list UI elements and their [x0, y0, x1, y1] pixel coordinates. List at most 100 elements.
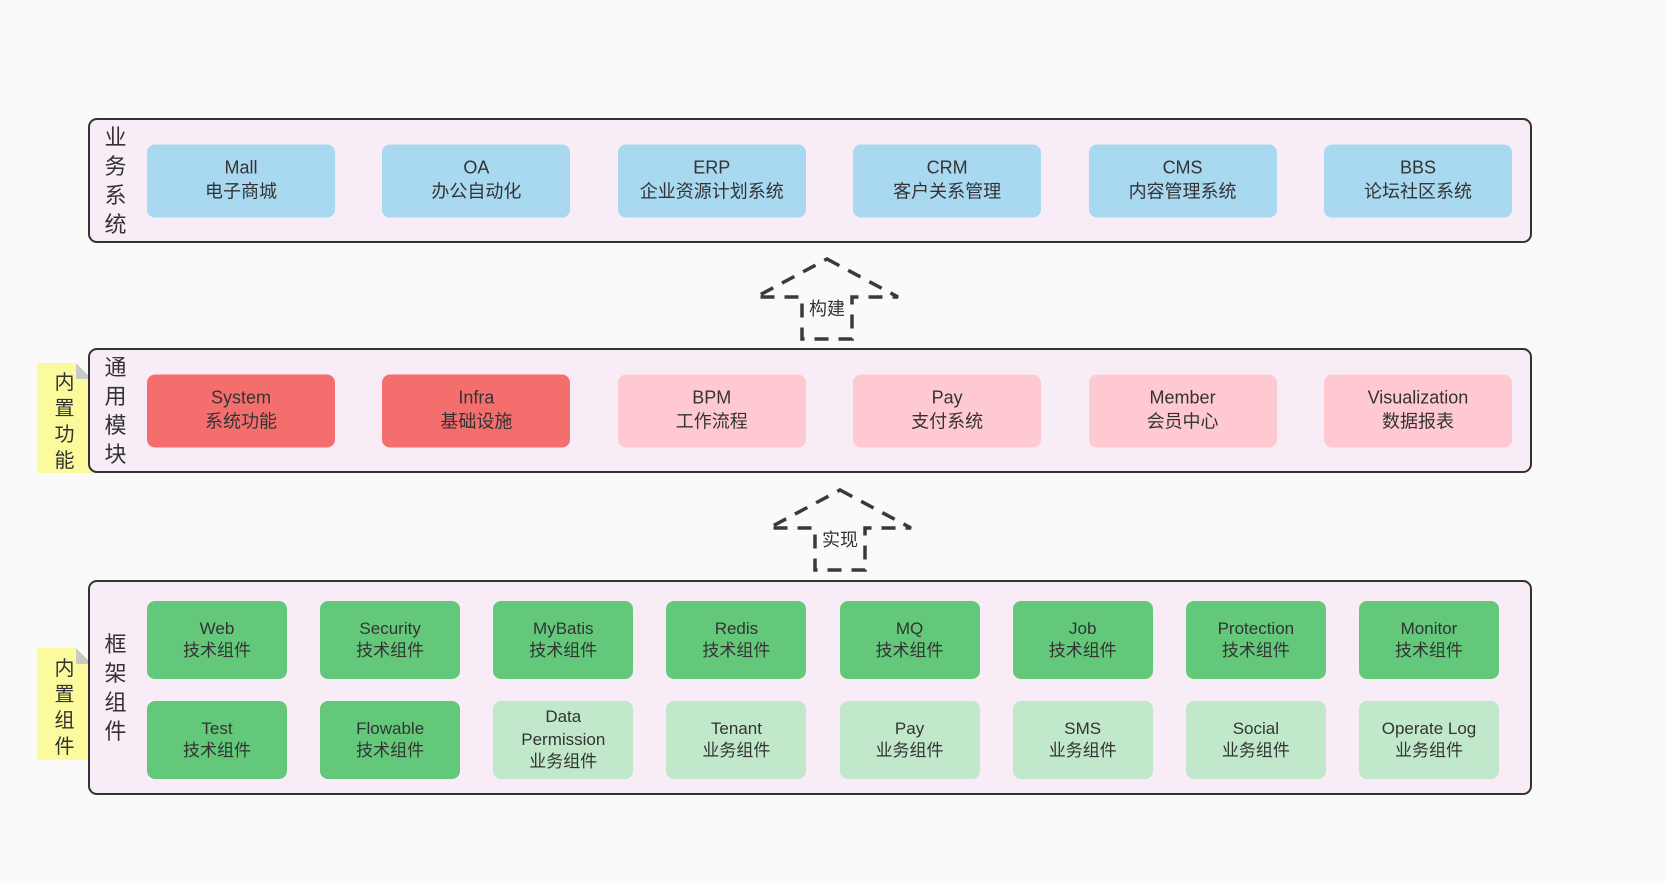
- box-system: System 系统功能: [147, 374, 335, 447]
- dashed-up-arrow-icon: [755, 257, 899, 341]
- box-subtitle: 论坛社区系统: [1363, 181, 1472, 202]
- components-row-2: Test 技术组件 Flowable 技术组件 Data Permission …: [147, 701, 1499, 779]
- box-title: System: [210, 387, 271, 408]
- band-business-label: 业务系统: [104, 124, 127, 237]
- box-test: Test 技术组件: [147, 701, 287, 779]
- box-operate-log: Operate Log 业务组件: [1358, 701, 1499, 779]
- box-title: Social: [1232, 718, 1279, 738]
- arrow-implement-label: 实现: [819, 525, 861, 553]
- box-security: Security 技术组件: [320, 601, 461, 679]
- box-subtitle: 电子商城: [205, 181, 277, 202]
- box-subtitle: 客户关系管理: [893, 181, 1002, 202]
- box-member: Member 会员中心: [1088, 374, 1277, 447]
- box-crm: CRM 客户关系管理: [853, 144, 1042, 217]
- band-framework-components: 框架组件 Web 技术组件 Security 技术组件 MyBatis 技术组件…: [88, 580, 1532, 795]
- sticky-note-label: 内置组件: [54, 658, 75, 758]
- box-title: ERP: [693, 157, 731, 178]
- box-mq: MQ 技术组件: [839, 601, 980, 679]
- box-title: CMS: [1162, 157, 1203, 178]
- band-common-modules: 通用模块 System 系统功能 Infra 基础设施 BPM 工作流程 Pay…: [88, 348, 1532, 473]
- box-title: Test: [201, 718, 233, 738]
- box-subtitle: 业务组件: [1221, 741, 1290, 760]
- box-flowable: Flowable 技术组件: [320, 701, 461, 779]
- box-subtitle: 基础设施: [440, 411, 513, 432]
- box-subtitle: 会员中心: [1146, 411, 1219, 432]
- box-title: Monitor: [1400, 618, 1458, 638]
- box-subtitle: 技术组件: [1221, 641, 1290, 660]
- box-subtitle: 业务组件: [529, 752, 598, 772]
- box-title: Infra: [458, 387, 495, 408]
- box-title: Member: [1149, 387, 1216, 408]
- box-title: Visualization: [1367, 387, 1469, 408]
- box-title: Flowable: [356, 718, 425, 738]
- box-title: SMS: [1064, 718, 1102, 738]
- box-title: MyBatis: [533, 618, 594, 638]
- box-subtitle: 技术组件: [702, 641, 771, 660]
- box-subtitle: 技术组件: [1394, 641, 1463, 660]
- band-modules-label: 通用模块: [104, 354, 127, 467]
- arrow-build-label: 构建: [806, 294, 848, 322]
- box-redis: Redis 技术组件: [666, 601, 807, 679]
- box-title: Pay: [931, 387, 963, 408]
- box-subtitle: 技术组件: [529, 641, 598, 660]
- box-visualization: Visualization 数据报表: [1323, 374, 1512, 447]
- box-subtitle: 业务组件: [702, 741, 771, 760]
- box-subtitle: 技术组件: [356, 741, 425, 760]
- box-sms: SMS 业务组件: [1012, 701, 1153, 779]
- band-components-label: 框架组件: [104, 631, 127, 744]
- box-mall: Mall 电子商城: [147, 144, 335, 217]
- box-title: Pay: [894, 718, 925, 738]
- box-title: MQ: [895, 618, 924, 638]
- box-web: Web 技术组件: [147, 601, 287, 679]
- box-title: Protection: [1217, 618, 1295, 638]
- box-social: Social 业务组件: [1185, 701, 1326, 779]
- box-title: Operate Log: [1381, 718, 1477, 738]
- box-subtitle: 技术组件: [183, 741, 251, 760]
- box-subtitle: 系统功能: [205, 411, 277, 432]
- box-subtitle: 数据报表: [1381, 411, 1454, 432]
- box-bpm: BPM 工作流程: [617, 374, 806, 447]
- arrow-implement: 实现: [765, 487, 915, 573]
- modules-box-row: System 系统功能 Infra 基础设施 BPM 工作流程 Pay 支付系统…: [147, 374, 1512, 447]
- box-mybatis: MyBatis 技术组件: [493, 601, 634, 679]
- box-title: BBS: [1399, 157, 1436, 178]
- box-bbs: BBS 论坛社区系统: [1323, 144, 1512, 217]
- box-title: Mall: [224, 157, 258, 178]
- business-box-row: Mall 电子商城 OA 办公自动化 ERP 企业资源计划系统 CRM 客户关系…: [147, 144, 1512, 217]
- box-title: Redis: [714, 618, 759, 638]
- box-subtitle: 内容管理系统: [1128, 181, 1237, 202]
- box-job: Job 技术组件: [1012, 601, 1153, 679]
- box-subtitle: 业务组件: [1048, 741, 1117, 760]
- dashed-up-arrow-icon: [768, 488, 912, 572]
- box-subtitle: 办公自动化: [431, 181, 522, 202]
- sticky-note-label: 内置功能: [54, 372, 75, 472]
- box-subtitle: 工作流程: [675, 411, 748, 432]
- box-title: CRM: [926, 157, 968, 178]
- box-tenant: Tenant 业务组件: [666, 701, 807, 779]
- sticky-note-builtin-features: 内置功能: [37, 363, 92, 473]
- box-infra: Infra 基础设施: [382, 374, 571, 447]
- box-protection: Protection 技术组件: [1185, 601, 1326, 679]
- box-data-permission: Data Permission 业务组件: [493, 701, 634, 779]
- box-subtitle: 技术组件: [875, 641, 944, 660]
- box-oa: OA 办公自动化: [382, 144, 571, 217]
- box-pay: Pay 支付系统: [853, 374, 1042, 447]
- box-erp: ERP 企业资源计划系统: [617, 144, 806, 217]
- box-subtitle: 企业资源计划系统: [639, 181, 784, 202]
- box-title: Tenant: [710, 718, 762, 738]
- box-title: Data Permission: [521, 707, 606, 749]
- box-subtitle: 技术组件: [183, 641, 251, 660]
- box-title: BPM: [692, 387, 732, 408]
- box-cms: CMS 内容管理系统: [1088, 144, 1277, 217]
- band-business-systems: 业务系统 Mall 电子商城 OA 办公自动化 ERP 企业资源计划系统 CRM…: [88, 118, 1532, 243]
- box-subtitle: 技术组件: [1048, 641, 1117, 660]
- box-subtitle: 技术组件: [356, 641, 425, 660]
- sticky-note-builtin-components: 内置组件: [37, 648, 92, 760]
- box-title: Web: [199, 618, 235, 638]
- arrow-build: 构建: [752, 256, 902, 342]
- components-row-1: Web 技术组件 Security 技术组件 MyBatis 技术组件 Redi…: [147, 601, 1499, 679]
- box-title: Security: [359, 618, 421, 638]
- box-subtitle: 业务组件: [1394, 741, 1463, 760]
- components-rows: Web 技术组件 Security 技术组件 MyBatis 技术组件 Redi…: [147, 601, 1499, 779]
